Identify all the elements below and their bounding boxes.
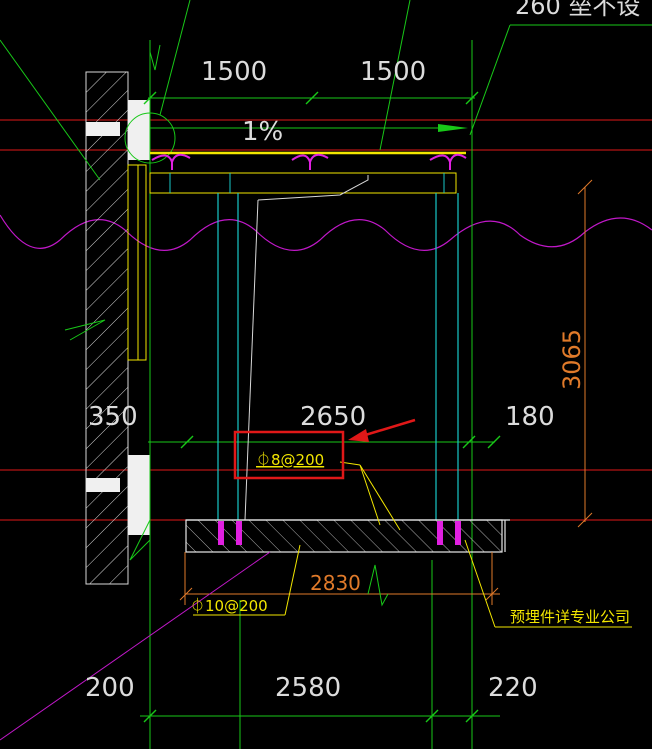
dim-top-left: 1500 [201,57,267,87]
yellow-leaders [193,461,632,628]
vertical-dim: 3065 [558,329,586,390]
opening-lines [217,193,459,520]
highlight-box [233,430,345,480]
canopy-brackets [151,153,467,170]
slab-dim: 2830 [310,571,361,595]
dim-mid-right: 180 [505,402,555,432]
dim-bottom-center: 2580 [275,673,341,703]
beam-dividers [169,173,445,193]
embedded-note: 预埋件详专业公司 [510,608,630,626]
highlight-arrowhead [348,429,369,442]
magenta-diagonal [0,551,271,741]
dimension-ticks [143,91,501,723]
slope-arrowhead [438,124,468,132]
dim-top-right: 1500 [360,57,426,87]
slope-label: 1% [242,117,283,147]
dim-bottom-left: 200 [85,673,135,703]
rebar-top-label: ⏀8@200 [256,451,324,469]
slab-section [185,519,510,553]
dim-bottom-right: 220 [488,673,538,703]
leader-line-white [257,175,369,201]
dim-break-zigzag [367,564,389,607]
canopy-beam [149,172,457,194]
rebar-bottom-label: ⏀10@200 [190,597,268,615]
highlight-arrow-line [361,418,416,438]
dim-top-partial: 260 垒不设 [515,0,640,20]
wall-hatched [85,71,150,585]
dim-mid-left: 350 [88,402,138,432]
dim-mid-center: 2650 [300,402,366,432]
orange-dim-lines [179,179,593,605]
